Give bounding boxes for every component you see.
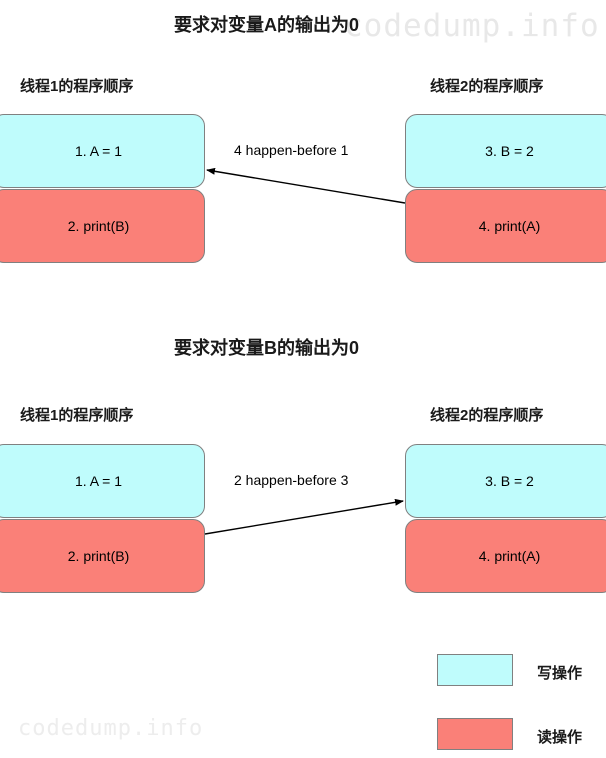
diagram-a-happens-before-arrow [206, 167, 406, 204]
watermark-top: codedump.info [344, 8, 600, 44]
diagram-a-title: 要求对变量A的输出为0 [174, 15, 360, 35]
diagram-b-thread2-label: 线程2的程序顺序 [430, 407, 544, 424]
diagram-b-title: 要求对变量B的输出为0 [174, 338, 360, 358]
legend-swatch-read [437, 718, 513, 750]
diagram-a-right-op-4[interactable]: 4. print(A) [405, 189, 606, 263]
diagram-a-right-op-3[interactable]: 3. B = 2 [405, 114, 606, 188]
legend-label-read: 读操作 [537, 729, 583, 746]
diagram-b-right-op-4[interactable]: 4. print(A) [405, 519, 606, 593]
diagram-a-arrow-caption: 4 happen-before 1 [234, 142, 349, 158]
diagram-a-thread2-label: 线程2的程序顺序 [430, 78, 544, 95]
diagram-b-thread1-label: 线程1的程序顺序 [20, 407, 134, 424]
legend-swatch-write [437, 654, 513, 686]
watermark-bottom: codedump.info [18, 716, 204, 741]
diagram-b-right-op-3[interactable]: 3. B = 2 [405, 444, 606, 518]
diagram-b-left-op-2[interactable]: 2. print(B) [0, 519, 205, 593]
diagram-a-thread1-label: 线程1的程序顺序 [20, 78, 134, 95]
diagram-b-happens-before-arrow [204, 498, 404, 535]
diagram-a-left-op-1[interactable]: 1. A = 1 [0, 114, 205, 188]
diagram-a-left-op-2[interactable]: 2. print(B) [0, 189, 205, 263]
diagram-b-left-op-1[interactable]: 1. A = 1 [0, 444, 205, 518]
diagram-b-arrow-caption: 2 happen-before 3 [234, 472, 349, 488]
legend-label-write: 写操作 [537, 665, 583, 682]
